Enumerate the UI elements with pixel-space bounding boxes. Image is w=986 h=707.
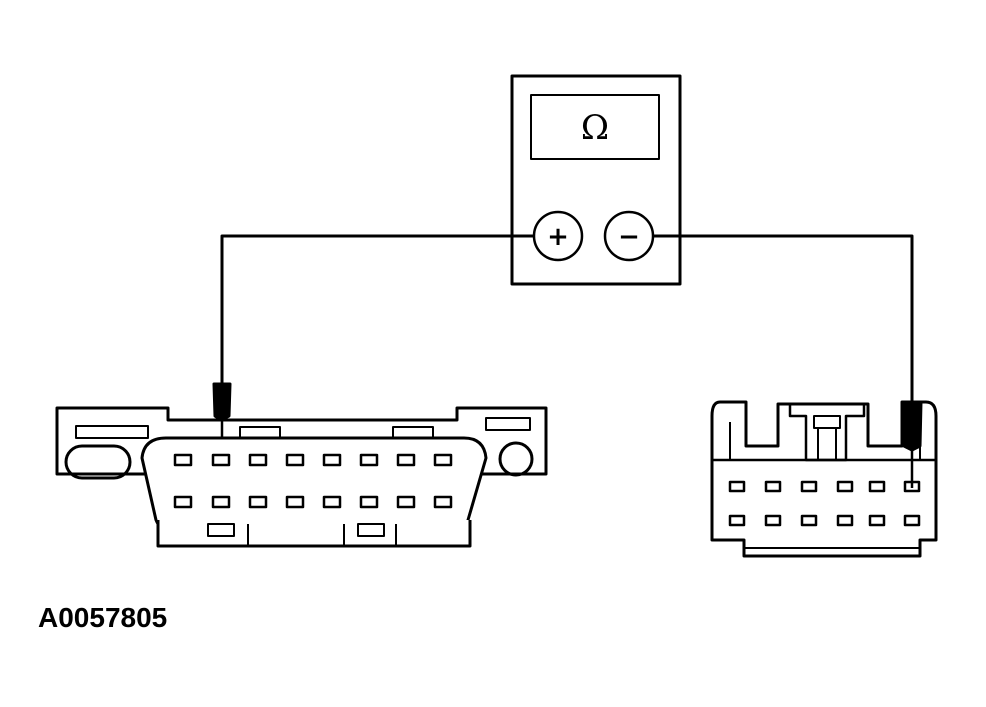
module-connector-body bbox=[710, 400, 938, 558]
module-pin-row-top bbox=[728, 480, 921, 493]
negative-lead-wire bbox=[653, 234, 914, 404]
dlc-face bbox=[140, 436, 488, 532]
negative-terminal-label: − bbox=[618, 222, 640, 252]
ohmmeter: Ω + − bbox=[510, 74, 682, 286]
dlc-mounting-hole bbox=[498, 441, 534, 477]
meter-body bbox=[510, 74, 682, 286]
positive-terminal-label: + bbox=[547, 222, 569, 252]
module-pin-row-bottom bbox=[728, 514, 921, 527]
positive-lead-wire bbox=[220, 234, 534, 388]
dlc-bottom-skirt bbox=[156, 520, 472, 548]
data-link-connector bbox=[55, 406, 548, 548]
dlc-top-tab-right bbox=[392, 426, 434, 439]
negative-probe bbox=[901, 400, 923, 488]
meter-display bbox=[530, 94, 660, 160]
ohm-symbol: Ω bbox=[581, 108, 609, 148]
module-connector bbox=[710, 400, 938, 558]
dlc-pin-row-bottom bbox=[173, 495, 453, 509]
dlc-flange-detail bbox=[75, 425, 149, 439]
module-lock-tab bbox=[788, 404, 866, 462]
dlc-top-tab-left bbox=[239, 426, 281, 439]
dlc-pin-row-top bbox=[173, 453, 453, 467]
figure-id: A0057805 bbox=[38, 602, 168, 633]
dlc-mounting-slot bbox=[64, 444, 132, 480]
dlc-flange-detail-right bbox=[485, 417, 531, 431]
